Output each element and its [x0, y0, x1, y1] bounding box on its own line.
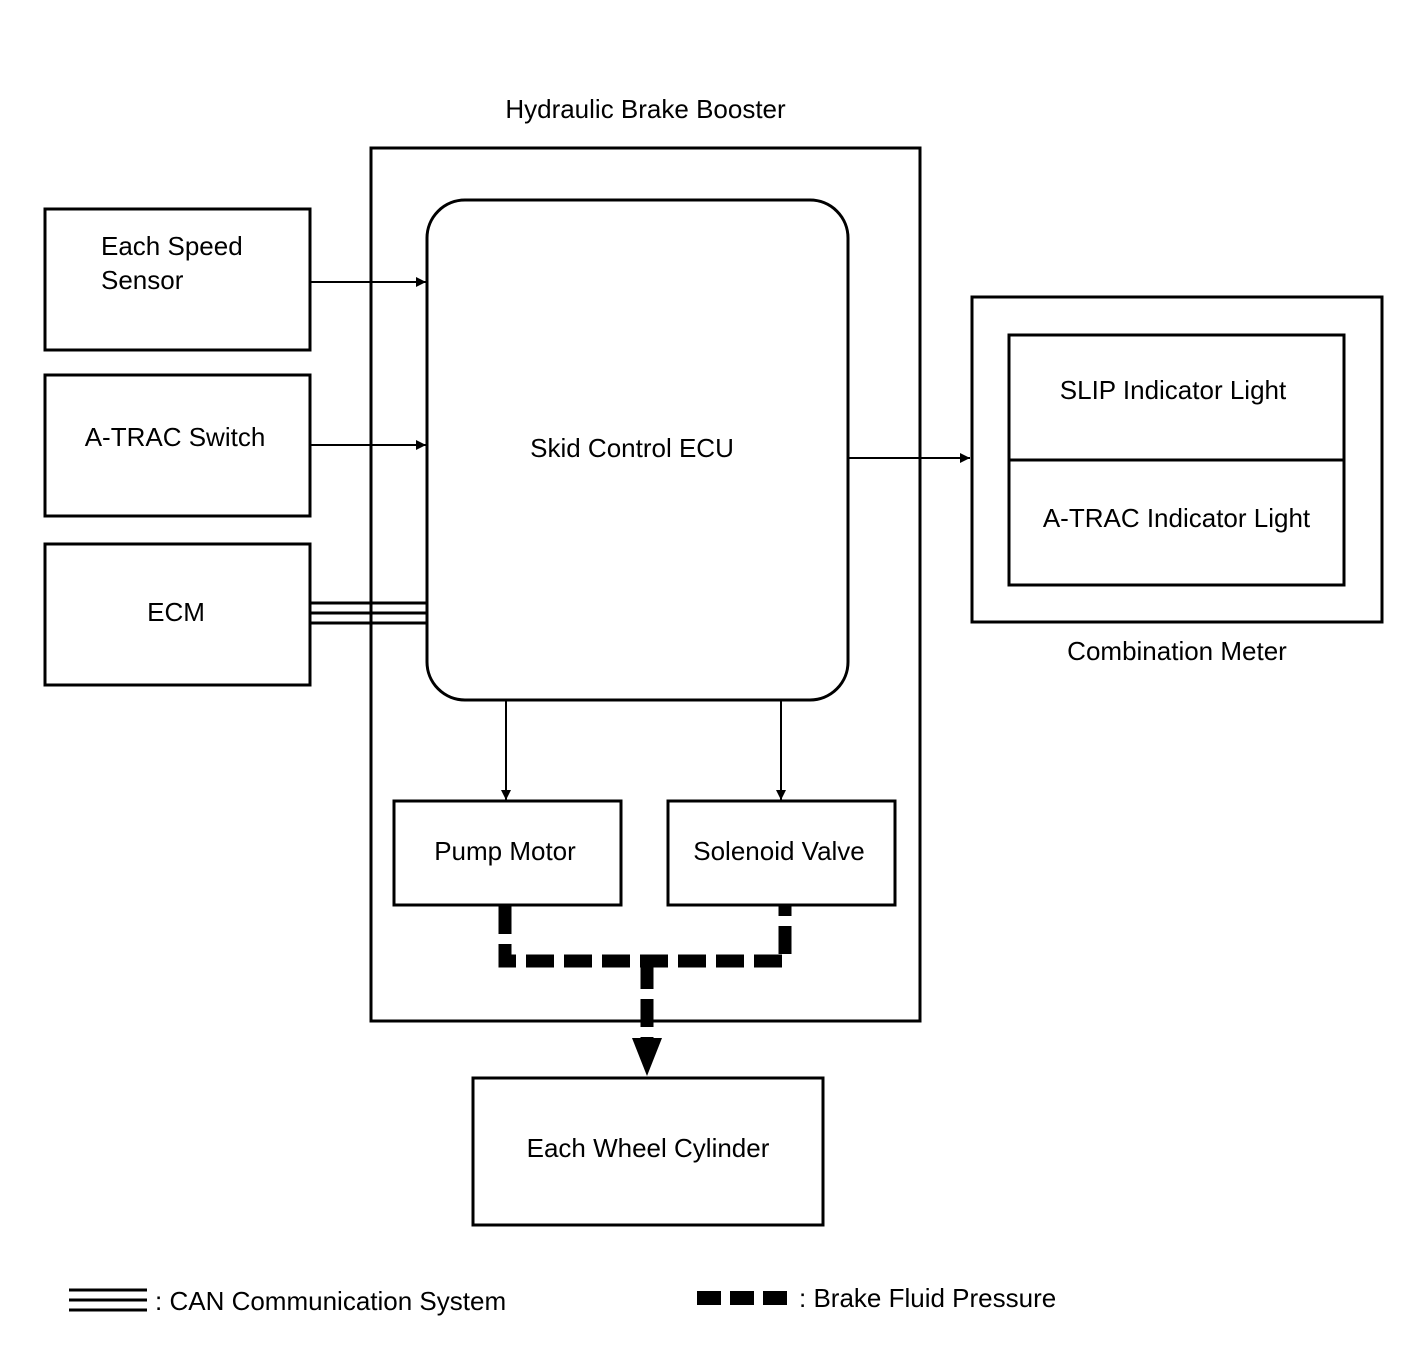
hydraulic-brake-booster-label: Hydraulic Brake Booster [505, 94, 786, 124]
brake-fluid-arrowhead [632, 1038, 662, 1076]
combination-meter-label: Combination Meter [1067, 636, 1287, 666]
brake-fluid-legend-label: : Brake Fluid Pressure [799, 1283, 1057, 1313]
solenoid-valve-label: Solenoid Valve [693, 836, 865, 866]
can-legend-label: : CAN Communication System [155, 1286, 507, 1316]
atrac-indicator-light-label: A-TRAC Indicator Light [1042, 503, 1311, 533]
skid-control-ecu-label: Skid Control ECU [530, 433, 734, 463]
each-wheel-cylinder-label: Each Wheel Cylinder [526, 1133, 770, 1163]
can-lines [310, 601, 427, 625]
each-wheel-cylinder-box [471, 1076, 825, 1227]
slip-indicator-light-label: SLIP Indicator Light [1059, 375, 1287, 405]
pump-motor-box [392, 799, 623, 907]
solenoid-valve-box [666, 799, 897, 907]
can-legend-symbol [69, 1288, 147, 1312]
atrac-switch-label: A-TRAC Switch [84, 422, 266, 452]
brake-fluid-legend-symbol [697, 1291, 787, 1305]
ecm-label: ECM [147, 597, 205, 627]
each-speed-sensor-label-line2: Sensor [101, 265, 184, 295]
brake-fluid-paths [498, 906, 792, 1038]
each-speed-sensor-box [43, 207, 312, 352]
pump-motor-label: Pump Motor [434, 836, 576, 866]
each-speed-sensor-label-line1: Each Speed [101, 231, 243, 261]
skid-control-ecu-box [425, 198, 850, 702]
atrac-switch-box [43, 373, 312, 518]
